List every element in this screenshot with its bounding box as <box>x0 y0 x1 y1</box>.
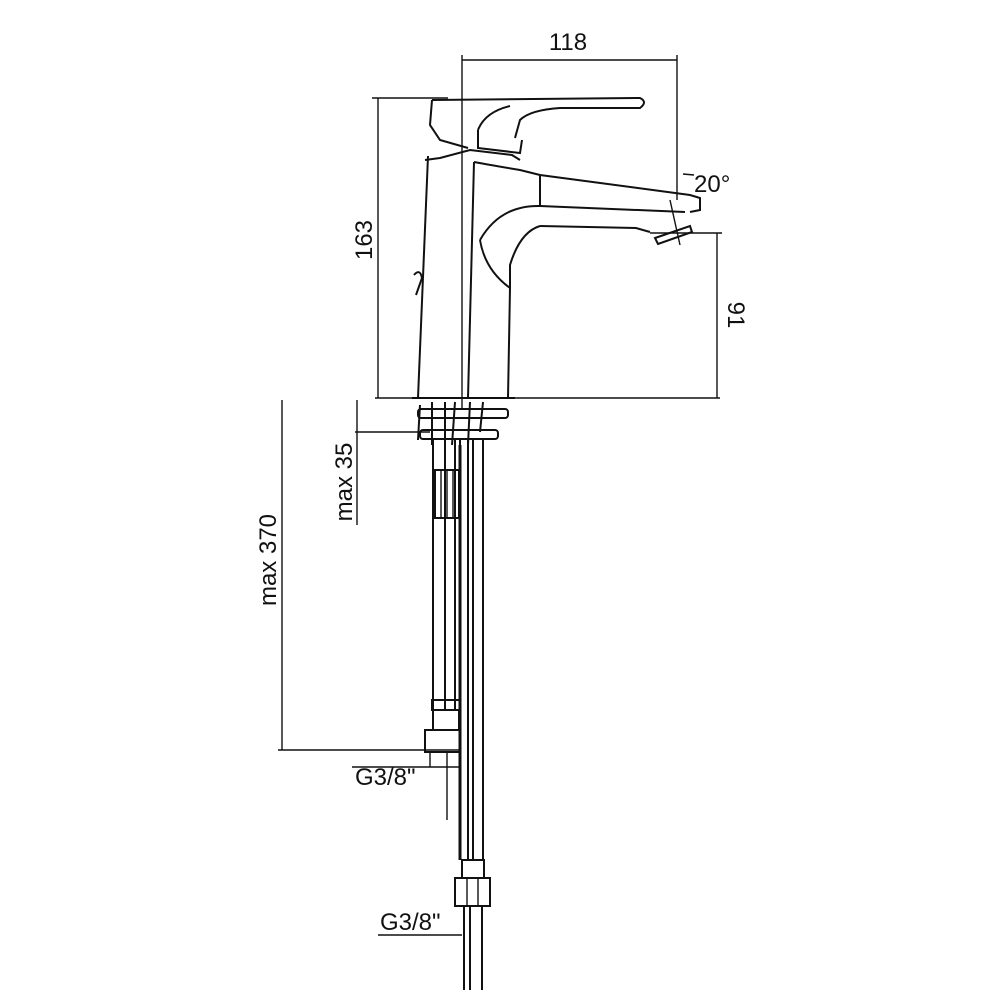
dim-max35-label: max 35 <box>331 443 358 522</box>
g38-upper-label: G3/8" <box>355 764 416 791</box>
dim-118-label: 118 <box>549 29 587 56</box>
dimension-height: 163 <box>351 97 720 399</box>
supply-hoses <box>424 440 491 990</box>
dimension-spout-height: 91 <box>650 232 749 398</box>
dimension-deck-thickness: max 35 <box>331 400 430 525</box>
dimension-connection-upper: G3/8" <box>352 752 460 791</box>
dimension-hose-length: max 370 <box>255 400 460 751</box>
dim-angle-label: 20° <box>694 171 730 198</box>
dimension-connection-lower: G3/8" <box>378 909 462 936</box>
dim-91-label: 91 <box>722 302 749 329</box>
dimension-angle: 20° <box>682 171 730 198</box>
faucet-body <box>412 96 701 446</box>
g38-lower-label: G3/8" <box>380 909 441 936</box>
dimension-reach: 118 <box>461 29 678 410</box>
dim-max370-label: max 370 <box>255 514 282 606</box>
dim-163-label: 163 <box>351 220 378 260</box>
